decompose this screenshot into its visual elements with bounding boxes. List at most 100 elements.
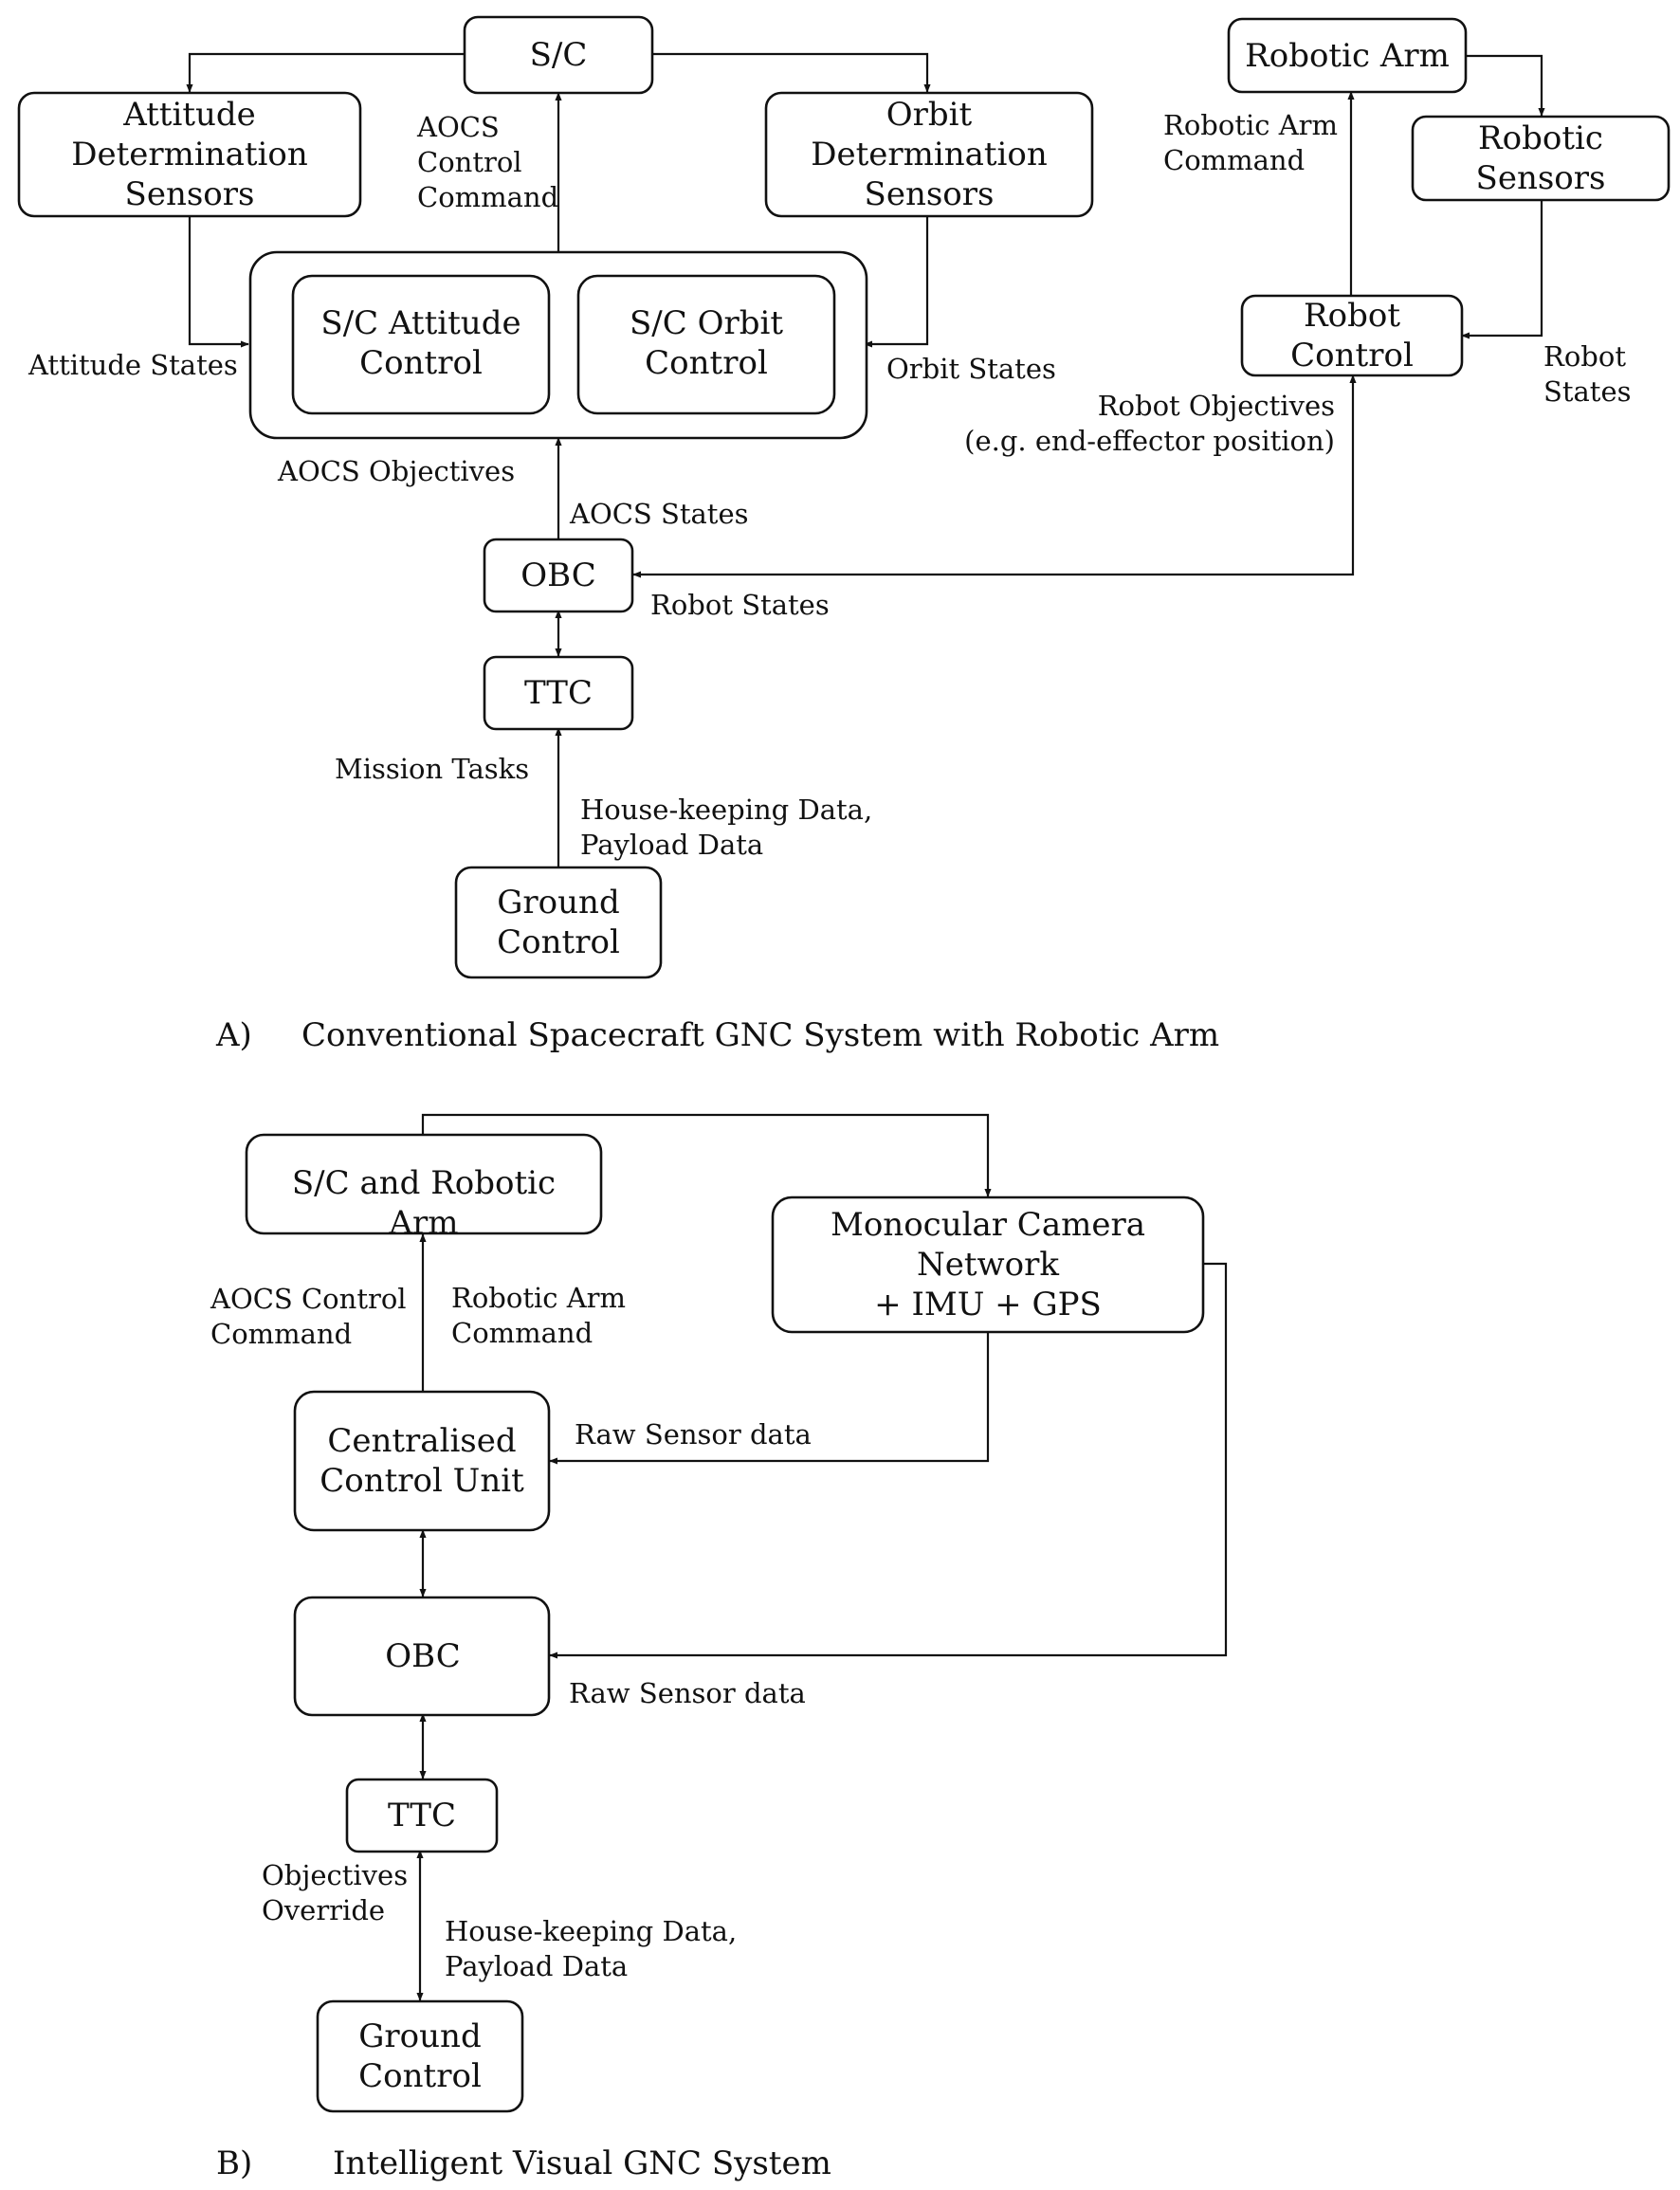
text-line: Raw Sensor data <box>569 1677 806 1709</box>
label-housekeeping-a: House-keeping Data,Payload Data <box>580 794 872 861</box>
text-line: Control <box>1290 337 1414 374</box>
robotic-arm-text: Robotic Arm <box>1245 37 1450 75</box>
text-line: Override <box>262 1894 385 1926</box>
ttc-text-b: TTC <box>388 1797 456 1834</box>
ground-control-box-a <box>454 866 663 979</box>
part-a-connectors <box>186 52 1545 867</box>
text-line: Robot Objectives <box>1098 390 1335 422</box>
text-line: Objectives <box>262 1859 408 1891</box>
obc-box-a <box>483 538 634 613</box>
line-raw-sensor-obc <box>549 1262 1228 1659</box>
text-line: TTC <box>524 674 593 712</box>
text-line: Sensors <box>1476 159 1606 197</box>
ttc-box-b <box>345 1778 499 1853</box>
obc-text-b: OBC <box>385 1637 461 1675</box>
caption-b-text: Intelligent Visual GNC System <box>333 2144 831 2182</box>
part-a-boxes <box>17 15 1671 979</box>
text-line: Control <box>645 344 768 382</box>
orbit-control-box <box>576 274 836 415</box>
sc-box-text: S/C <box>530 36 588 74</box>
label-housekeeping-b: House-keeping Data,Payload Data <box>445 1915 737 1982</box>
text-line: S/C and Robotic <box>292 1164 556 1202</box>
robotic-arm-box <box>1227 17 1468 94</box>
text-line: S/C Orbit <box>630 304 783 342</box>
text-line: Raw Sensor data <box>575 1418 812 1451</box>
orbit-sensors-box <box>764 91 1094 218</box>
label-robot-states-obc: Robot States <box>650 589 830 621</box>
text-line: Control Unit <box>320 1462 524 1500</box>
text-line: OBC <box>385 1637 461 1675</box>
label-raw-sensor-obc: Raw Sensor data <box>569 1677 806 1709</box>
ground-control-box-b <box>316 1999 524 2113</box>
text-line: OBC <box>520 557 596 594</box>
line-orbit-states <box>864 216 929 348</box>
attitude-control-box <box>291 274 551 415</box>
label-mission-tasks: Mission Tasks <box>335 753 529 785</box>
text-line: AOCS Objectives <box>277 455 515 487</box>
line-robot-objectives-states <box>632 374 1357 578</box>
text-line: Robotic Arm <box>1163 109 1338 141</box>
text-line: TTC <box>388 1797 456 1834</box>
ttc-box-a <box>483 655 634 731</box>
sc-box <box>463 15 654 95</box>
ttc-text-a: TTC <box>524 674 593 712</box>
text-line: Orbit <box>886 96 973 134</box>
text-line: Robotic Arm <box>451 1282 626 1314</box>
line-robot-states <box>1461 199 1543 339</box>
text-line: Mission Tasks <box>335 753 529 785</box>
text-line: Ground <box>497 884 619 922</box>
robot-control-box <box>1240 294 1464 377</box>
text-line: Robot States <box>650 589 830 621</box>
line-sc-to-attitude-sensors <box>186 52 465 93</box>
text-line: Attitude States <box>27 349 238 381</box>
camera-box <box>771 1195 1205 1334</box>
caption-a-letter: A) <box>215 1016 252 1054</box>
text-line: Monocular Camera <box>831 1206 1145 1244</box>
caption-b-letter: B) <box>216 2144 252 2182</box>
text-line: Robot <box>1543 340 1626 373</box>
label-aocs-objectives: AOCS Objectives <box>277 455 515 487</box>
text-line: Control <box>358 2057 482 2095</box>
text-line: AOCS Control <box>210 1283 407 1315</box>
obc-text-a: OBC <box>520 557 596 594</box>
line-sc-arm-to-camera <box>421 1113 992 1197</box>
robotic-sensors-box <box>1411 115 1671 202</box>
text-line: Attitude <box>122 96 256 134</box>
text-line: AOCS <box>416 111 500 143</box>
label-attitude-states: Attitude States <box>27 349 238 381</box>
text-line: Control <box>497 923 620 961</box>
text-line: Centralised <box>327 1422 516 1460</box>
obc-box-b <box>293 1596 551 1717</box>
text-line: Command <box>451 1317 593 1349</box>
text-line: Command <box>210 1318 352 1350</box>
ccu-box <box>293 1390 551 1532</box>
line-attitude-states <box>188 216 249 348</box>
text-line: Arm <box>388 1204 458 1242</box>
part-b-boxes <box>245 1133 1205 2113</box>
text-line: Ground <box>358 2017 481 2055</box>
text-line: + IMU + GPS <box>874 1286 1102 1323</box>
caption-a-text: Conventional Spacecraft GNC System with … <box>301 1016 1219 1054</box>
text-line: (e.g. end-effector position) <box>964 425 1335 457</box>
text-line: Sensors <box>125 175 255 213</box>
text-line: House-keeping Data, <box>445 1915 737 1947</box>
text-line: States <box>1543 375 1632 408</box>
label-aocs-states: AOCS States <box>569 498 749 530</box>
